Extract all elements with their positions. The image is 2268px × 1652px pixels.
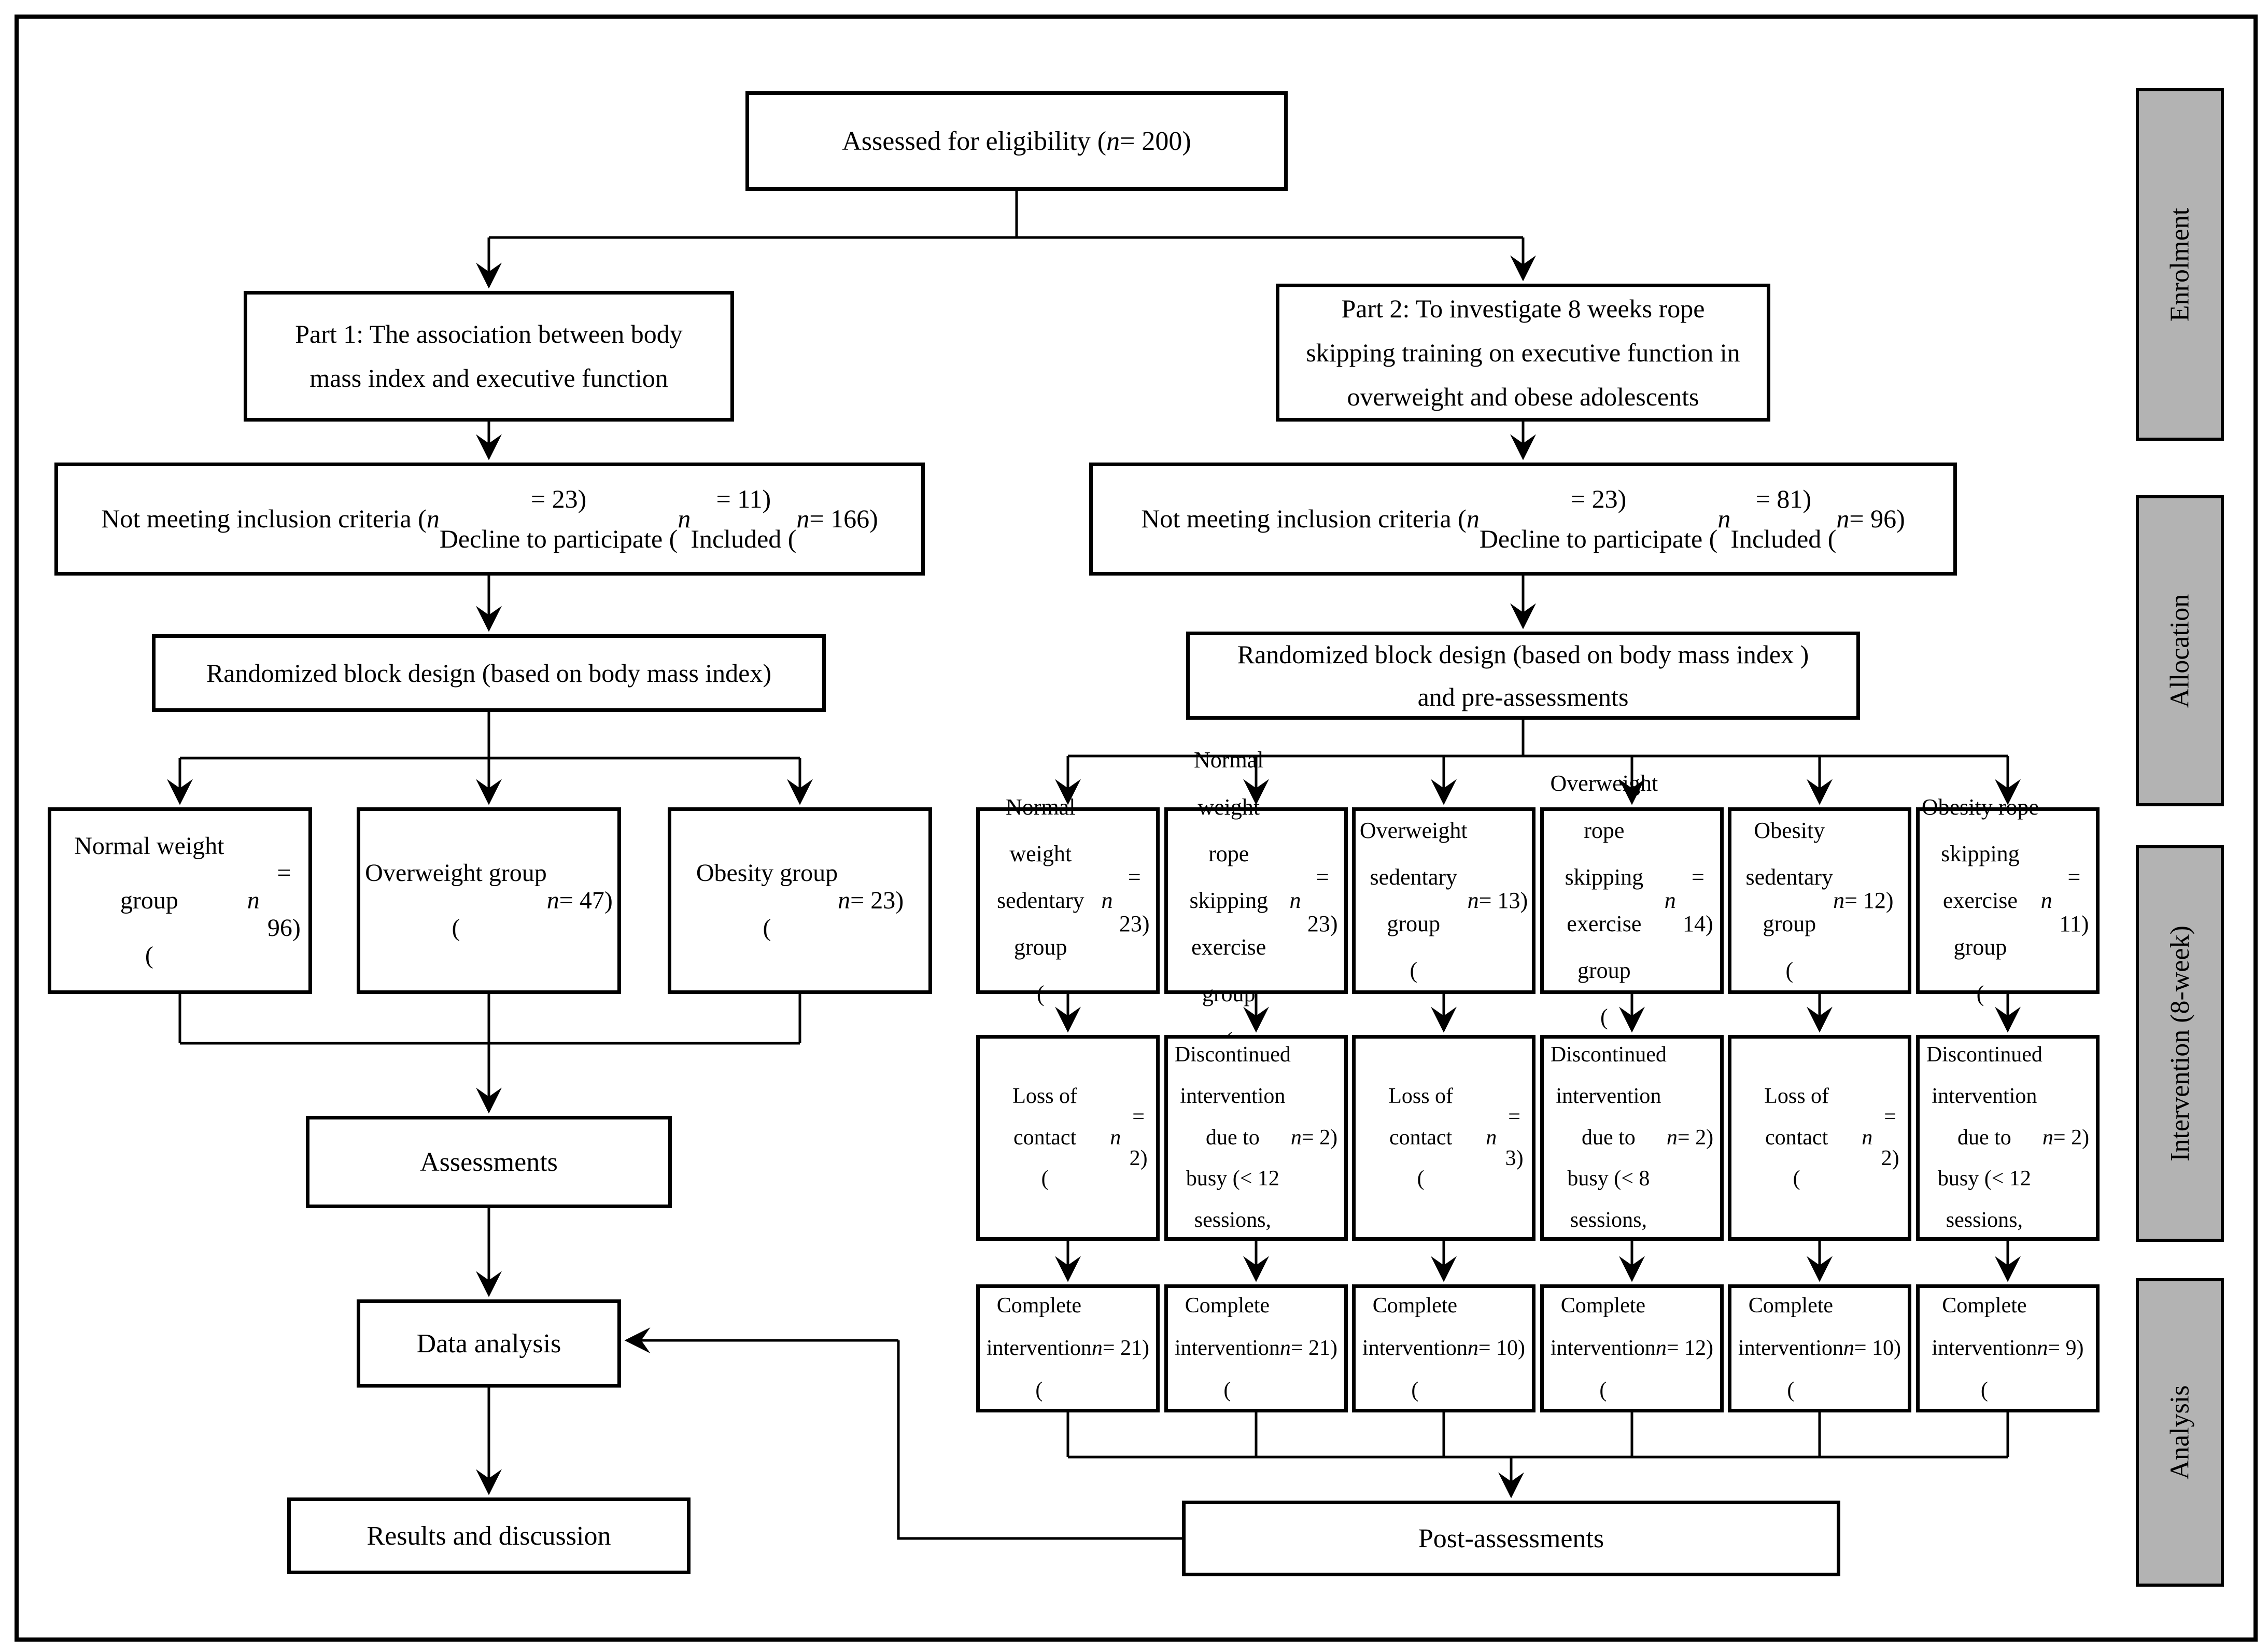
dropout-box-6: Discontinued intervention due to busy (<…: [1916, 1035, 2100, 1241]
assessed-eligibility-box: Assessed for eligibility (n = 200): [745, 91, 1288, 191]
complete-box-3: Complete intervention (n = 10): [1352, 1284, 1536, 1412]
complete-box-6: Complete intervention (n = 9): [1916, 1284, 2100, 1412]
complete-box-1: Complete intervention (n = 21): [976, 1284, 1160, 1412]
complete-box-4: Complete intervention (n = 12): [1540, 1284, 1724, 1412]
part2-randomization-box: Randomized block design (based on body m…: [1186, 632, 1860, 720]
part1-randomization-box: Randomized block design (based on body m…: [152, 634, 826, 712]
stage-intervention-label: Intervention (8-week): [2136, 845, 2224, 1242]
dropout-box-5: Loss of contact (n = 2): [1728, 1035, 1911, 1241]
p2-group-obesity-rope-box: Obesity rope skipping exercise group (n …: [1916, 794, 2100, 1006]
p2-group-overweight-rope-box: Overweight rope skipping exercise group …: [1540, 771, 1724, 1030]
stage-intervention-text: Intervention (8-week): [2165, 926, 2195, 1161]
results-discussion-box: Results and discussion: [287, 1497, 691, 1574]
post-assessments-box: Post-assessments: [1182, 1501, 1840, 1576]
stage-enrolment-text: Enrolment: [2165, 207, 2195, 321]
figure-border: [15, 15, 2258, 1642]
part1-exclusion-box: Not meeting inclusion criteria (n = 23) …: [54, 463, 925, 576]
part2-exclusion-box: Not meeting inclusion criteria (n = 23) …: [1089, 463, 1957, 576]
obesity-group-box: Obesity group (n = 23): [668, 807, 932, 994]
stage-allocation-text: Allocation: [2165, 594, 2195, 708]
stage-analysis-label: Analysis: [2136, 1278, 2224, 1587]
p2-group-normal-sedentary-box: Normal weight sedentary group (n = 23): [976, 794, 1160, 1006]
dropout-box-1: Loss of contact (n = 2): [976, 1035, 1160, 1241]
p2-group-obesity-sedentary-box: Obesity sedentary group (n = 12): [1728, 807, 1911, 994]
p2-group-overweight-sedentary-box: Overweight sedentary group (n = 13): [1352, 807, 1536, 994]
dropout-box-3: Loss of contact (n = 3): [1352, 1035, 1536, 1241]
dropout-box-4: Discontinued intervention due to busy (<…: [1540, 1035, 1724, 1241]
part1-title-box: Part 1: The association between body mas…: [244, 291, 734, 422]
stage-enrolment-label: Enrolment: [2136, 88, 2224, 441]
assessments-box: Assessments: [306, 1116, 672, 1208]
p2-group-normal-rope-box: Normal weight rope skipping exercise gro…: [1164, 747, 1348, 1053]
overweight-group-box: Overweight group (n = 47): [357, 807, 621, 994]
complete-box-5: Complete intervention (n = 10): [1728, 1284, 1911, 1412]
stage-analysis-text: Analysis: [2165, 1385, 2195, 1480]
stage-allocation-label: Allocation: [2136, 495, 2224, 806]
part2-title-box: Part 2: To investigate 8 weeks rope skip…: [1276, 284, 1770, 422]
data-analysis-box: Data analysis: [357, 1299, 621, 1388]
normal-weight-group-box: Normal weight group (n = 96): [48, 807, 312, 994]
dropout-box-2: Discontinued intervention due to busy (<…: [1164, 1035, 1348, 1241]
complete-box-2: Complete intervention (n = 21): [1164, 1284, 1348, 1412]
